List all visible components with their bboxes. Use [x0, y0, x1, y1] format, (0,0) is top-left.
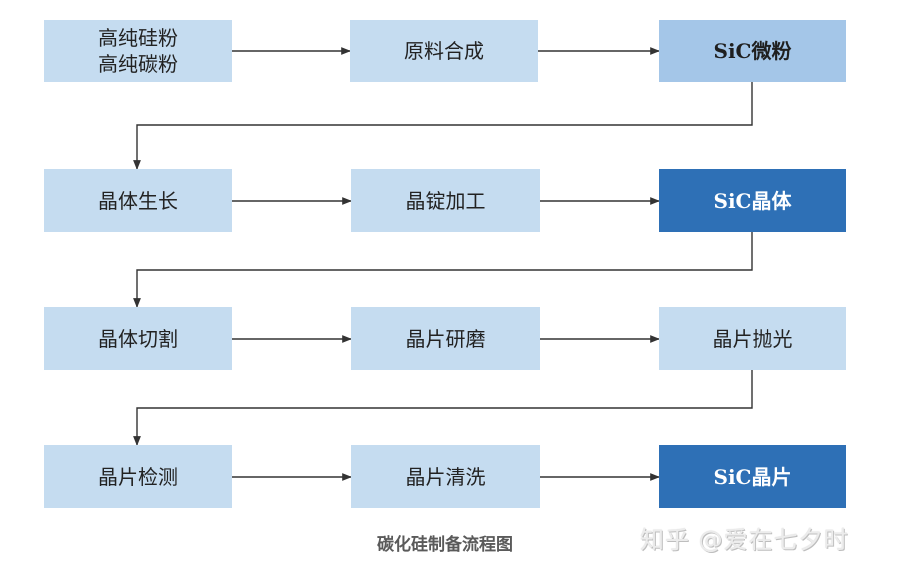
node-sic-powder-label: SiC微粉 — [713, 39, 792, 63]
node-sic-crystal: SiC晶体 — [659, 169, 846, 232]
node-raw-synthesis-label: 原料合成 — [404, 39, 484, 63]
watermark: 知乎 @爱在七夕时 — [640, 526, 849, 554]
node-sic-wafer-label: SiC晶片 — [713, 464, 792, 489]
node-wafer-cleaning-label: 晶片清洗 — [405, 464, 486, 489]
node-ingot-processing: 晶锭加工 — [351, 169, 540, 232]
node-sic-crystal-label: SiC晶体 — [713, 188, 792, 213]
node-wafer-polishing-label: 晶片抛光 — [712, 326, 793, 351]
node-wafer-grinding: 晶片研磨 — [351, 307, 540, 370]
node-raw-powders-line1: 高纯硅粉 — [98, 26, 178, 50]
diagram-caption: 碳化硅制备流程图 — [377, 535, 513, 555]
node-ingot-processing-label: 晶锭加工 — [405, 188, 486, 213]
node-raw-powders-line2: 高纯碳粉 — [98, 52, 178, 76]
node-crystal-cutting: 晶体切割 — [44, 307, 232, 370]
node-wafer-cleaning: 晶片清洗 — [351, 445, 540, 508]
arrow-n3-n4 — [133, 82, 753, 170]
node-raw-powders: 高纯硅粉 高纯碳粉 — [44, 20, 232, 82]
node-raw-synthesis: 原料合成 — [350, 20, 538, 82]
arrow-n9-n10 — [133, 370, 753, 446]
node-wafer-inspection-label: 晶片检测 — [98, 464, 178, 489]
node-wafer-grinding-label: 晶片研磨 — [405, 326, 486, 351]
node-sic-wafer: SiC晶片 — [659, 445, 846, 508]
node-wafer-inspection: 晶片检测 — [44, 445, 232, 508]
node-crystal-cutting-label: 晶体切割 — [98, 326, 178, 351]
node-sic-powder: SiC微粉 — [659, 20, 846, 82]
node-crystal-growth-label: 晶体生长 — [98, 188, 178, 213]
node-crystal-growth: 晶体生长 — [44, 169, 232, 232]
arrow-n6-n7 — [133, 232, 753, 308]
node-wafer-polishing: 晶片抛光 — [659, 307, 846, 370]
